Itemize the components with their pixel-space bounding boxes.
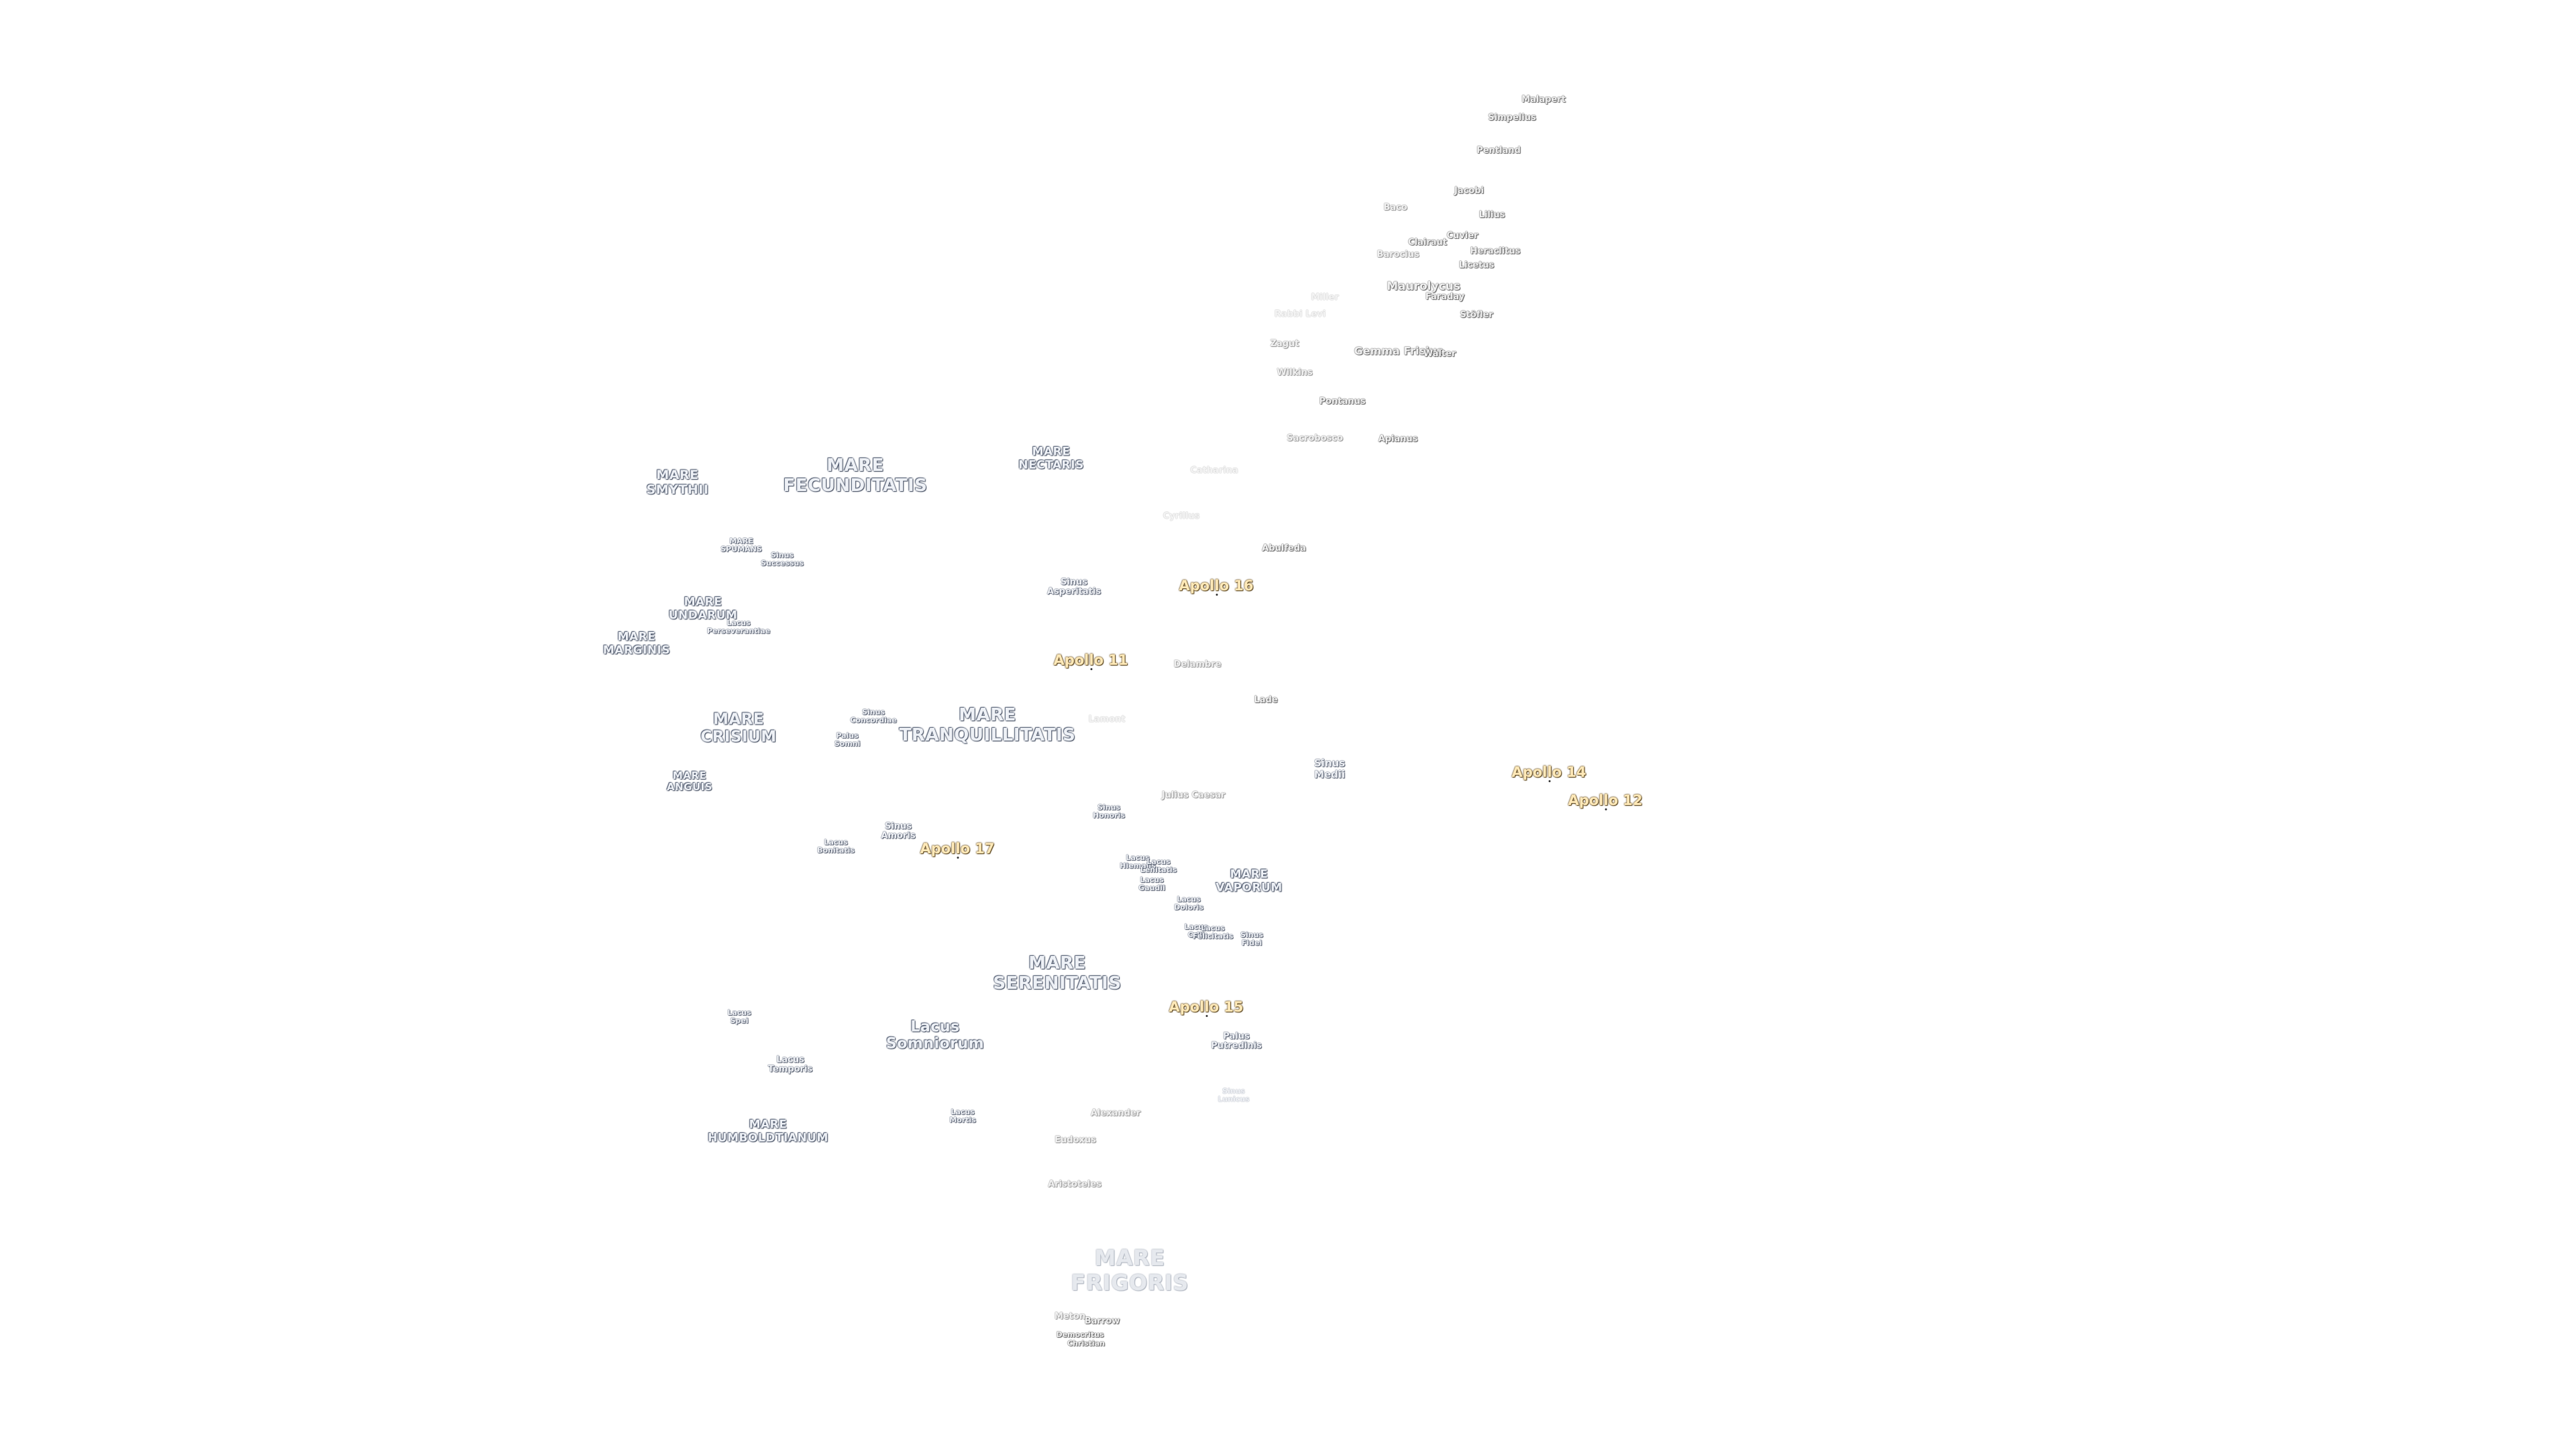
mare-spumans-label: MARE SPUMANS — [720, 536, 762, 553]
christian-label: Christian — [1067, 1339, 1105, 1348]
malapert-label: Malapert — [1521, 95, 1566, 105]
barocius-label: Barocius — [1377, 250, 1419, 260]
lamont-label: Lamont — [1088, 714, 1126, 725]
maurolycus-label: Maurolycus — [1387, 280, 1460, 294]
baco-label: Baco — [1383, 203, 1407, 213]
faraday-label: Faraday — [1425, 292, 1465, 303]
walter-label: Walter — [1423, 349, 1456, 360]
sinus-medii-label: Sinus Medii — [1313, 757, 1346, 780]
lacus-spei-label: Lacus Spei — [727, 1008, 751, 1025]
aristoteles-label: Aristoteles — [1048, 1179, 1102, 1190]
catharina-label: Catharina — [1190, 466, 1238, 476]
mare-smythii-label: MARE SMYTHII — [646, 468, 709, 497]
palus-putredinis-label: Palus Putredinis — [1211, 1031, 1262, 1051]
rabbi-levi-label: Rabbi Levi — [1274, 309, 1326, 320]
sinus-lunicus-label: Sinus Lunicus — [1218, 1086, 1250, 1104]
cyrillus-label: Cyrillus — [1163, 511, 1200, 522]
democritus-label: Democritus — [1056, 1330, 1104, 1340]
gemma-frisius-label: Gemma Frisius — [1354, 344, 1444, 358]
licetus-label: Licetus — [1458, 260, 1495, 271]
stoefler-label: Stöfler — [1460, 310, 1493, 321]
pontanus-label: Pontanus — [1319, 396, 1366, 407]
lacus-lenitatis-label: Lacus Lenitatis — [1140, 857, 1177, 874]
lilius-label: Lilius — [1479, 210, 1505, 221]
clairaut-label: Clairaut — [1408, 237, 1447, 248]
mare-serenitatis-label: MARE SERENITATIS — [993, 953, 1122, 994]
apollo-16-landing-site[interactable]: Apollo 16 — [1179, 577, 1254, 596]
mare-nectaris-label: MARE NECTARIS — [1018, 445, 1084, 472]
apianus-label: Apianus — [1378, 434, 1418, 445]
lacus-bonitatis-label: Lacus Bonitatis — [817, 837, 855, 855]
jacobi-label: Jacobi — [1454, 186, 1485, 197]
wilkins-label: Wilkins — [1277, 368, 1313, 378]
sinus-fidei-label: Sinus Fidei — [1240, 930, 1263, 947]
lacus-mortis-label: Lacus Mortis — [949, 1107, 976, 1124]
apollo-14-landing-site[interactable]: Apollo 14 — [1511, 763, 1587, 783]
mare-fecunditatis-label: MARE FECUNDITATIS — [783, 455, 928, 496]
mare-undarum-label: MARE UNDARUM — [668, 595, 738, 622]
mare-frigoris-label: MARE FRIGORIS — [1071, 1245, 1189, 1295]
sinus-honoris-label: Sinus Honoris — [1093, 802, 1125, 820]
zagut-label: Zagut — [1270, 339, 1299, 350]
sacrobosco-label: Sacrobosco — [1287, 433, 1343, 444]
lacus-odii-label: Lacus Odii — [1184, 922, 1208, 939]
mare-humboldtianum-label: MARE HUMBOLDTIANUM — [708, 1118, 828, 1144]
cuvier-label: Cuvier — [1446, 231, 1479, 241]
lacus-temporis-label: Lacus Temporis — [767, 1055, 813, 1075]
lade-label: Lade — [1254, 695, 1278, 706]
mare-crisium-label: MARE CRISIUM — [700, 710, 777, 746]
eudoxus-label: Eudoxus — [1055, 1135, 1096, 1146]
lacus-doloris-label: Lacus Doloris — [1174, 894, 1203, 912]
sinus-asperitatis-label: Sinus Asperitatis — [1046, 577, 1102, 597]
miller-label: Miller — [1311, 292, 1339, 303]
julius-caesar-label: Julius Caesar — [1161, 790, 1226, 801]
alexander-label: Alexander — [1090, 1108, 1141, 1119]
lacus-gaudii-label: Lacus Gaudii — [1138, 875, 1165, 892]
mare-tranquillitatis-label: MARE TRANQUILLITATIS — [899, 705, 1076, 745]
mare-marginis-label: MARE MARGINIS — [602, 630, 671, 657]
lacus-felicitatis-label: Lacus Felicitatis — [1192, 923, 1234, 941]
lacus-perseverantiae-label: Lacus Perseverantiae — [706, 618, 771, 635]
palus-somni-label: Palus Somni — [834, 731, 861, 748]
barrow-label: Barrow — [1084, 1316, 1120, 1327]
delambre-label: Delambre — [1173, 659, 1222, 670]
apollo-15-landing-site[interactable]: Apollo 15 — [1169, 998, 1244, 1018]
lacus-somniorum-label: Lacus Somniorum — [885, 1018, 985, 1053]
meton-label: Meton — [1054, 1311, 1086, 1322]
sinus-concordiae-label: Sinus Concordiae — [850, 707, 897, 724]
apollo-17-landing-site[interactable]: Apollo 17 — [920, 840, 995, 859]
mare-anguis-label: MARE ANGUIS — [666, 769, 713, 793]
apollo-12-landing-site[interactable]: Apollo 12 — [1568, 792, 1643, 811]
abulfeda-label: Abulfeda — [1262, 543, 1306, 554]
apollo-11-landing-site[interactable]: Apollo 11 — [1053, 651, 1128, 671]
heraclitus-label: Heraclitus — [1470, 246, 1521, 257]
simpelius-label: Simpelius — [1488, 113, 1536, 123]
sinus-amoris-label: Sinus Amoris — [881, 821, 916, 841]
mare-vaporum-label: MARE VAPORUM — [1216, 867, 1283, 894]
sinus-successus-label: Sinus Successus — [761, 550, 804, 568]
lacus-hiemalis-label: Lacus Hiemalis — [1120, 853, 1156, 870]
pentland-label: Pentland — [1477, 146, 1521, 156]
